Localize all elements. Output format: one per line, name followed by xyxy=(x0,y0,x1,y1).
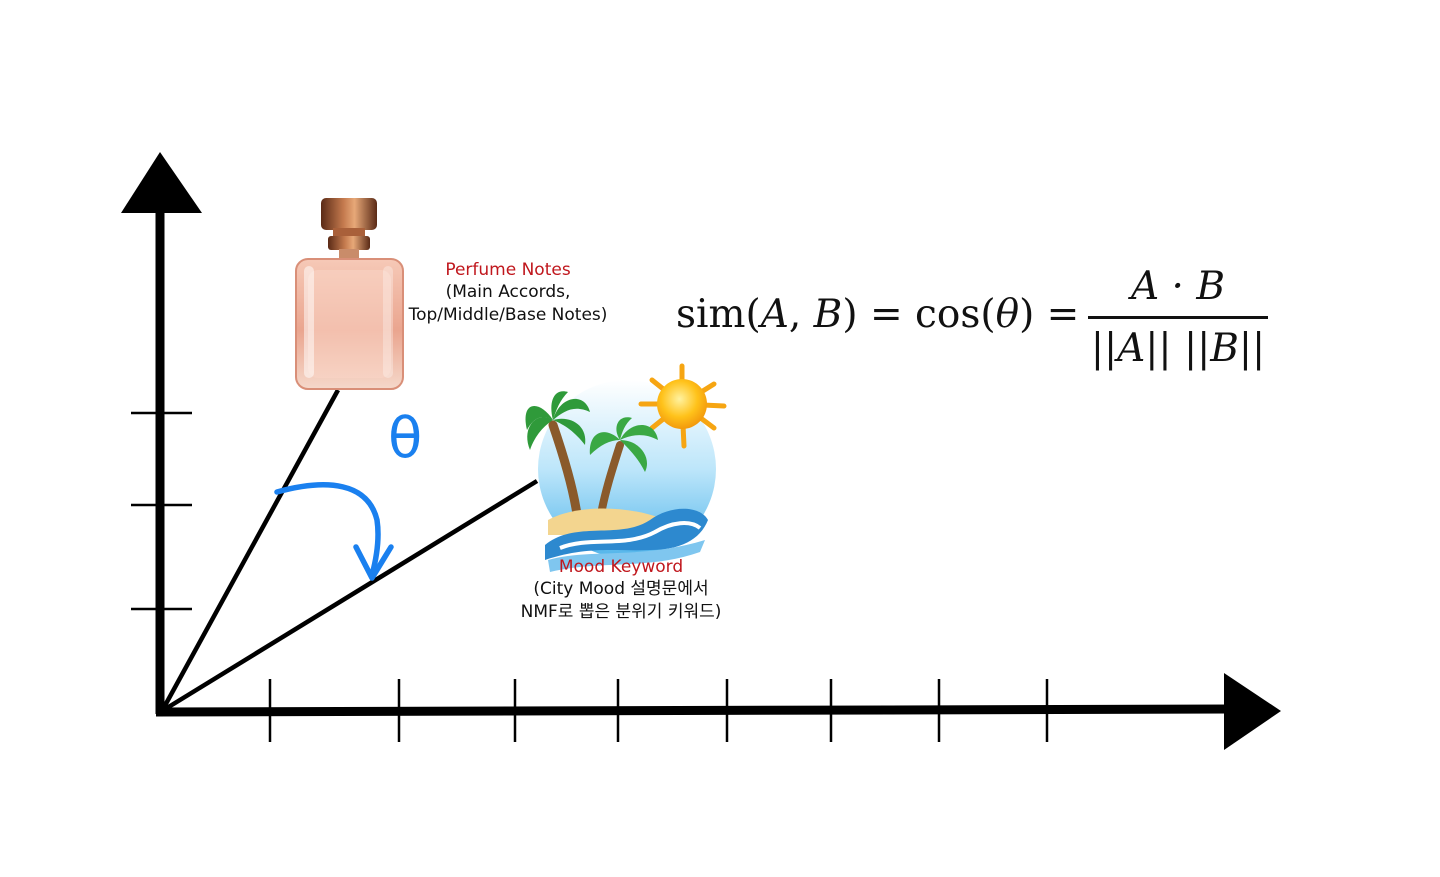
perfume-label: Perfume Notes (Main Accords, Top/Middle/… xyxy=(400,259,616,327)
perfume-vector xyxy=(160,388,340,713)
formula-theta: θ xyxy=(995,292,1020,337)
formula-den-a: A xyxy=(1117,326,1146,371)
mood-vector xyxy=(160,479,539,713)
angle-theta-label: θ xyxy=(388,406,423,471)
perfume-label-title: Perfume Notes xyxy=(445,260,571,280)
mood-label-title: Mood Keyword xyxy=(558,557,684,577)
perfume-label-line1: (Main Accords, xyxy=(445,282,571,302)
formula-close: ) = xyxy=(1019,292,1080,337)
mood-label-line1: (City Mood 설명문에서 xyxy=(533,579,709,599)
mood-label-line2: NMF로 뽑은 분위기 키워드) xyxy=(520,602,722,622)
formula-var-a: A xyxy=(760,292,789,337)
formula-sim-open: sim( xyxy=(676,292,761,337)
tropical-beach-icon xyxy=(525,363,727,572)
x-ticks xyxy=(268,679,1049,742)
perfume-label-line2: Top/Middle/Base Notes) xyxy=(408,305,608,325)
x-axis-arrowhead xyxy=(1224,673,1281,750)
y-axis xyxy=(121,152,202,714)
formula-den-b: B xyxy=(1210,326,1239,371)
formula-cos-open: ) = cos( xyxy=(842,292,996,337)
formula-comma: , xyxy=(788,292,814,337)
mood-label: Mood Keyword (City Mood 설명문에서 NMF로 뽑은 분위… xyxy=(506,556,736,624)
formula-denominator: ||A|| ||B|| xyxy=(1090,326,1266,371)
angle-arc xyxy=(274,482,394,581)
y-ticks xyxy=(131,411,192,611)
x-axis xyxy=(155,673,1281,750)
formula-var-b: B xyxy=(813,292,843,337)
formula-lhs: sim(A, B) = cos(θ) = xyxy=(676,292,1079,337)
formula-fraction: A · B ||A|| ||B|| xyxy=(1088,262,1268,375)
perfume-bottle-icon xyxy=(295,198,404,390)
formula-numerator: A · B xyxy=(1130,264,1225,309)
formula-fraction-bar xyxy=(1088,316,1268,319)
angle-arrowhead xyxy=(353,544,394,581)
y-axis-arrowhead xyxy=(121,152,202,213)
